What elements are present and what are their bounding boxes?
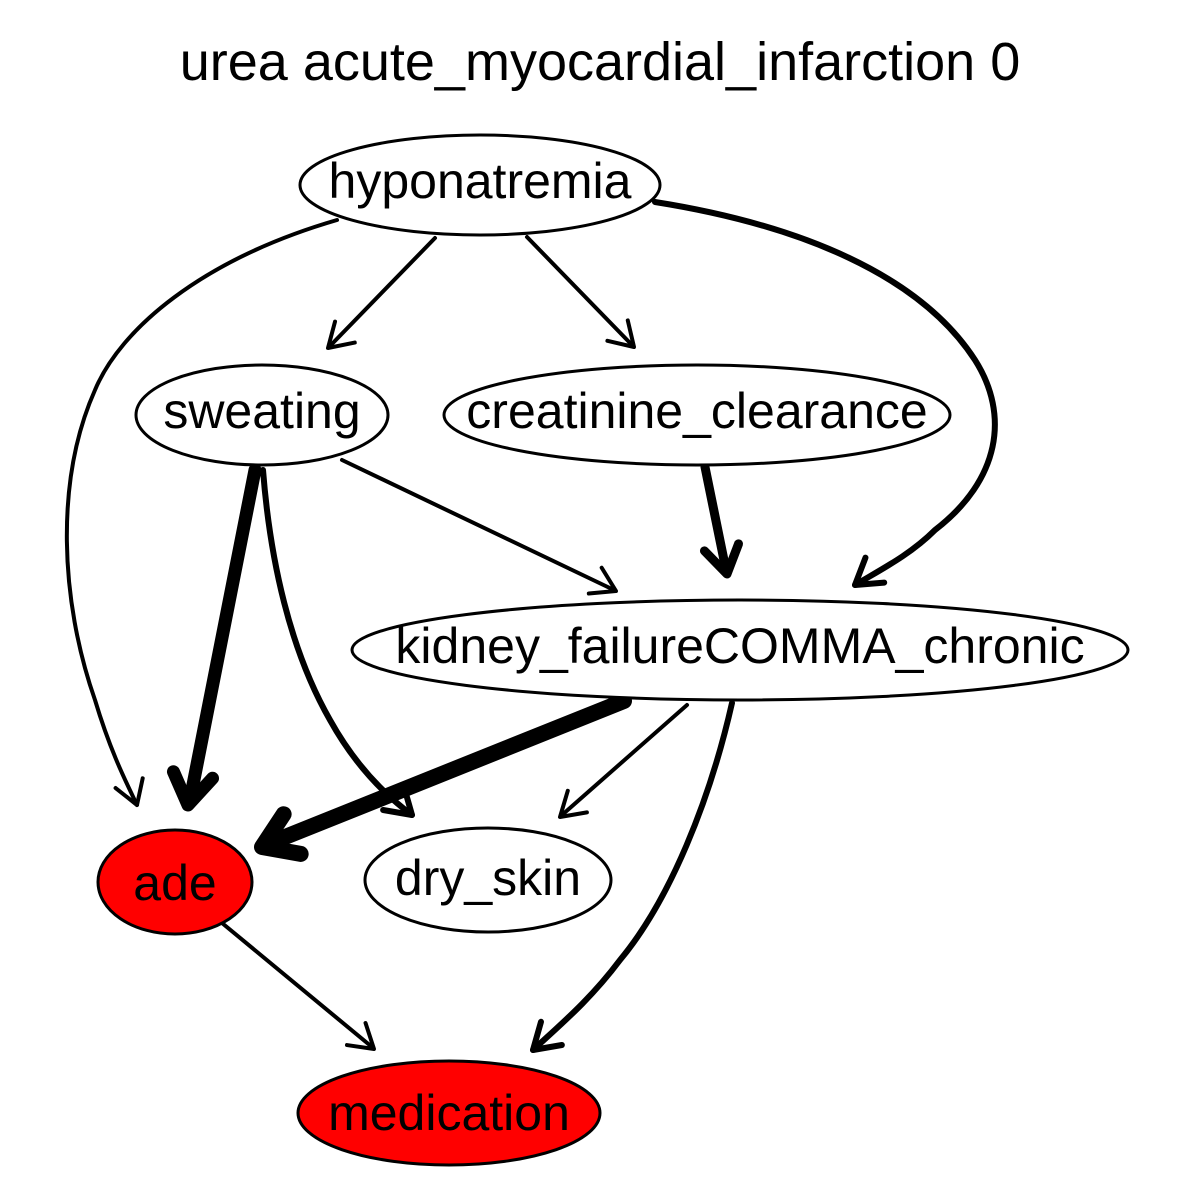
- node-ade: ade: [96, 828, 254, 936]
- edge-sweating-to-kidney-failure-chronic: [340, 458, 618, 596]
- node-creatinine-clearance-label: creatinine_clearance: [466, 383, 927, 439]
- edge-hyponatremia-to-creatinine-clearance: [525, 235, 636, 349]
- edge-line: [700, 462, 731, 575]
- edge-line: [340, 458, 616, 592]
- node-creatinine-clearance-shape: [442, 363, 952, 467]
- node-medication: medication: [296, 1059, 602, 1167]
- node-sweating: sweating: [134, 363, 390, 467]
- edge-kidney-failure-chronic-to-dry-skin: [558, 703, 689, 819]
- node-kidney-failure-chronic-shape: [350, 598, 1130, 702]
- node-dry-skin-label: dry_skin: [395, 850, 581, 906]
- edge-creatinine-clearance-to-kidney-failure-chronic: [699, 462, 744, 579]
- node-dry-skin: dry_skin: [363, 826, 613, 934]
- edges-layer: [64, 199, 998, 1053]
- edge-arrowhead: [254, 806, 309, 862]
- edge-line: [652, 199, 998, 588]
- edge-line: [220, 921, 374, 1049]
- edge-kidney-failure-chronic-to-medication: [530, 700, 735, 1053]
- edge-arrowhead: [699, 539, 744, 579]
- edge-line: [260, 467, 415, 818]
- edge-sweating-to-ade: [166, 463, 262, 812]
- node-hyponatremia: hyponatremia: [298, 133, 662, 237]
- node-sweating-shape: [134, 363, 390, 467]
- edge-hyponatremia-to-sweating: [326, 236, 437, 350]
- edge-arrowhead: [558, 788, 589, 819]
- node-creatinine-clearance: creatinine_clearance: [442, 363, 952, 467]
- edge-arrowhead: [605, 318, 636, 349]
- edge-hyponatremia-to-ade: [64, 218, 339, 807]
- edge-line: [328, 236, 437, 348]
- graph-title: urea acute_myocardial_infarction 0: [180, 32, 1020, 92]
- edge-line: [262, 693, 632, 851]
- edge-hyponatremia-to-kidney-failure-chronic: [652, 199, 998, 588]
- edge-ade-to-medication: [220, 921, 376, 1051]
- edge-arrowhead: [326, 319, 357, 350]
- node-medication-label: medication: [328, 1085, 570, 1141]
- node-hyponatremia-label: hyponatremia: [329, 153, 632, 209]
- node-dry-skin-shape: [363, 826, 613, 934]
- edge-arrowhead: [530, 1018, 565, 1053]
- node-ade-label: ade: [133, 855, 216, 911]
- node-medication-shape: [296, 1059, 602, 1167]
- edge-line: [530, 700, 735, 1053]
- edge-arrowhead: [166, 765, 220, 812]
- edge-line: [183, 463, 262, 807]
- node-ade-shape: [96, 828, 254, 936]
- node-kidney-failure-chronic-label: kidney_failureCOMMA_chronic: [395, 618, 1084, 674]
- edge-arrowhead: [113, 776, 145, 807]
- edge-arrowhead: [852, 554, 888, 588]
- node-hyponatremia-shape: [298, 133, 662, 237]
- edge-kidney-failure-chronic-to-ade: [254, 693, 632, 862]
- node-kidney-failure-chronic: kidney_failureCOMMA_chronic: [350, 598, 1130, 702]
- edge-line: [525, 235, 634, 347]
- edge-arrowhead: [586, 565, 618, 596]
- node-sweating-label: sweating: [163, 383, 360, 439]
- edge-line: [560, 703, 689, 817]
- edge-line: [64, 218, 339, 807]
- edge-arrowhead: [344, 1021, 376, 1051]
